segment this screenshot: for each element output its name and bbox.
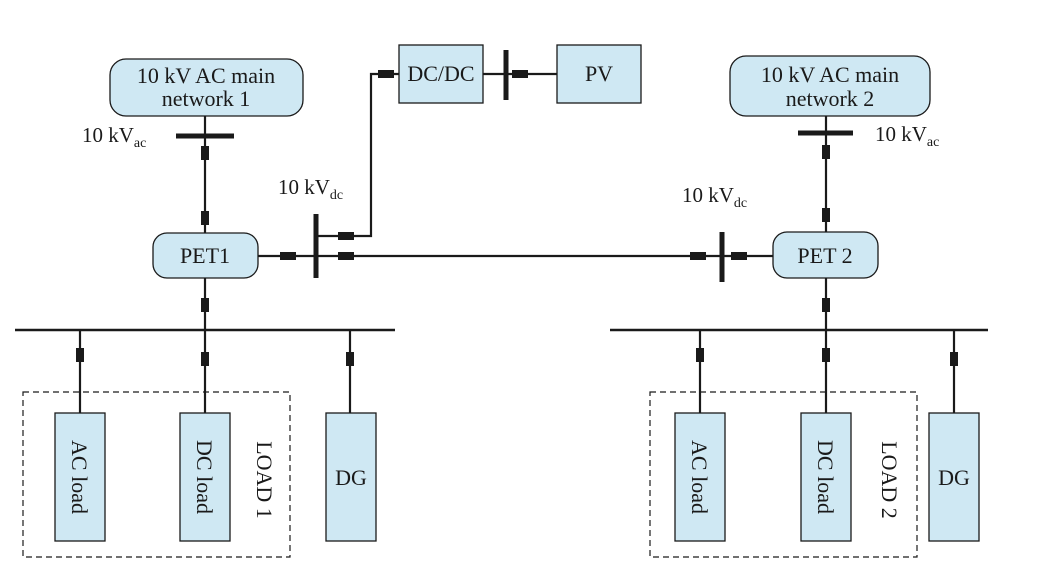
breaker-dcdc-pv <box>512 70 528 78</box>
main-network-1-box <box>109 58 304 117</box>
load2-group-outline <box>649 391 918 558</box>
voltage-ac-left-sub: ac <box>134 136 146 151</box>
breaker-main1-lower <box>201 146 209 160</box>
breaker-right-ac-load <box>696 348 704 362</box>
pv-label: PV <box>585 61 613 86</box>
breaker-pet1-right <box>280 252 296 260</box>
left-dg-label: DG <box>335 465 367 490</box>
pet1-box <box>152 232 259 279</box>
right-ac-load-label: AC load <box>687 440 712 514</box>
left-dc-load-label: DC load <box>192 440 217 514</box>
breaker-pet2-left <box>731 252 747 260</box>
main-network-1-line2: network 1 <box>162 86 251 111</box>
voltage-ac-left-base: 10 kV <box>82 123 134 147</box>
left-dg-box <box>325 412 377 542</box>
left-ac-load-label: AC load <box>67 440 92 514</box>
main-network-2-line2: network 2 <box>786 86 875 111</box>
voltage-dc-right-sub: dc <box>734 196 747 211</box>
breaker-dc-link-left <box>338 252 354 260</box>
right-ac-load-box <box>674 412 726 542</box>
voltage-dc-left-label: 10 kVdc <box>278 175 343 203</box>
right-dc-load-box <box>800 412 852 542</box>
load-groups <box>22 391 918 558</box>
load1-group-outline <box>22 391 291 558</box>
voltage-ac-right-label: 10 kVac <box>875 122 939 150</box>
load1-group-label: LOAD 1 <box>252 441 277 519</box>
voltage-dc-right-label: 10 kVdc <box>682 183 747 211</box>
breaker-dc-link-right <box>690 252 706 260</box>
line-dc-bus-to-dcdc <box>316 72 399 238</box>
breaker-right-dg <box>950 352 958 366</box>
dcdc-box <box>398 44 484 104</box>
breaker-dcdc-left <box>378 70 394 78</box>
left-dc-load-box <box>179 412 231 542</box>
breaker-pet2-bottom <box>822 298 830 312</box>
main-network-1-line1: 10 kV AC main <box>137 63 275 88</box>
breaker-left-dg <box>346 352 354 366</box>
voltage-dc-right-base: 10 kV <box>682 183 734 207</box>
right-dg-label: DG <box>938 465 970 490</box>
voltage-ac-right-base: 10 kV <box>875 122 927 146</box>
breaker-pet2-top <box>822 208 830 222</box>
voltage-dc-left-sub: dc <box>330 188 343 203</box>
labels: 10 kV AC main network 1 10 kV AC main ne… <box>67 61 970 519</box>
thick-busbars <box>176 50 853 282</box>
breaker-pet1-bottom <box>201 298 209 312</box>
breaker-dcdc-feeder <box>338 232 354 240</box>
breaker-main2-lower <box>822 145 830 159</box>
right-dg-box <box>928 412 980 542</box>
voltage-dc-left-base: 10 kV <box>278 175 330 199</box>
main-network-2-box <box>729 55 931 117</box>
load2-group-label: LOAD 2 <box>877 441 902 519</box>
breaker-right-dc-load <box>822 348 830 362</box>
breakers <box>76 70 958 366</box>
dcdc-label: DC/DC <box>407 61 474 86</box>
pet2-label: PET 2 <box>797 243 852 268</box>
pet2-box <box>772 231 879 279</box>
breaker-pet1-top <box>201 211 209 225</box>
pet1-label: PET1 <box>180 243 230 268</box>
breaker-left-dc-load <box>201 352 209 366</box>
main-network-2-line1: 10 kV AC main <box>761 62 899 87</box>
pv-box <box>556 44 642 104</box>
left-ac-load-box <box>54 412 106 542</box>
right-dc-load-label: DC load <box>813 440 838 514</box>
boxes <box>54 44 980 542</box>
voltage-ac-right-sub: ac <box>927 135 939 150</box>
voltage-ac-left-label: 10 kVac <box>82 123 146 151</box>
breaker-left-ac-load <box>76 348 84 362</box>
